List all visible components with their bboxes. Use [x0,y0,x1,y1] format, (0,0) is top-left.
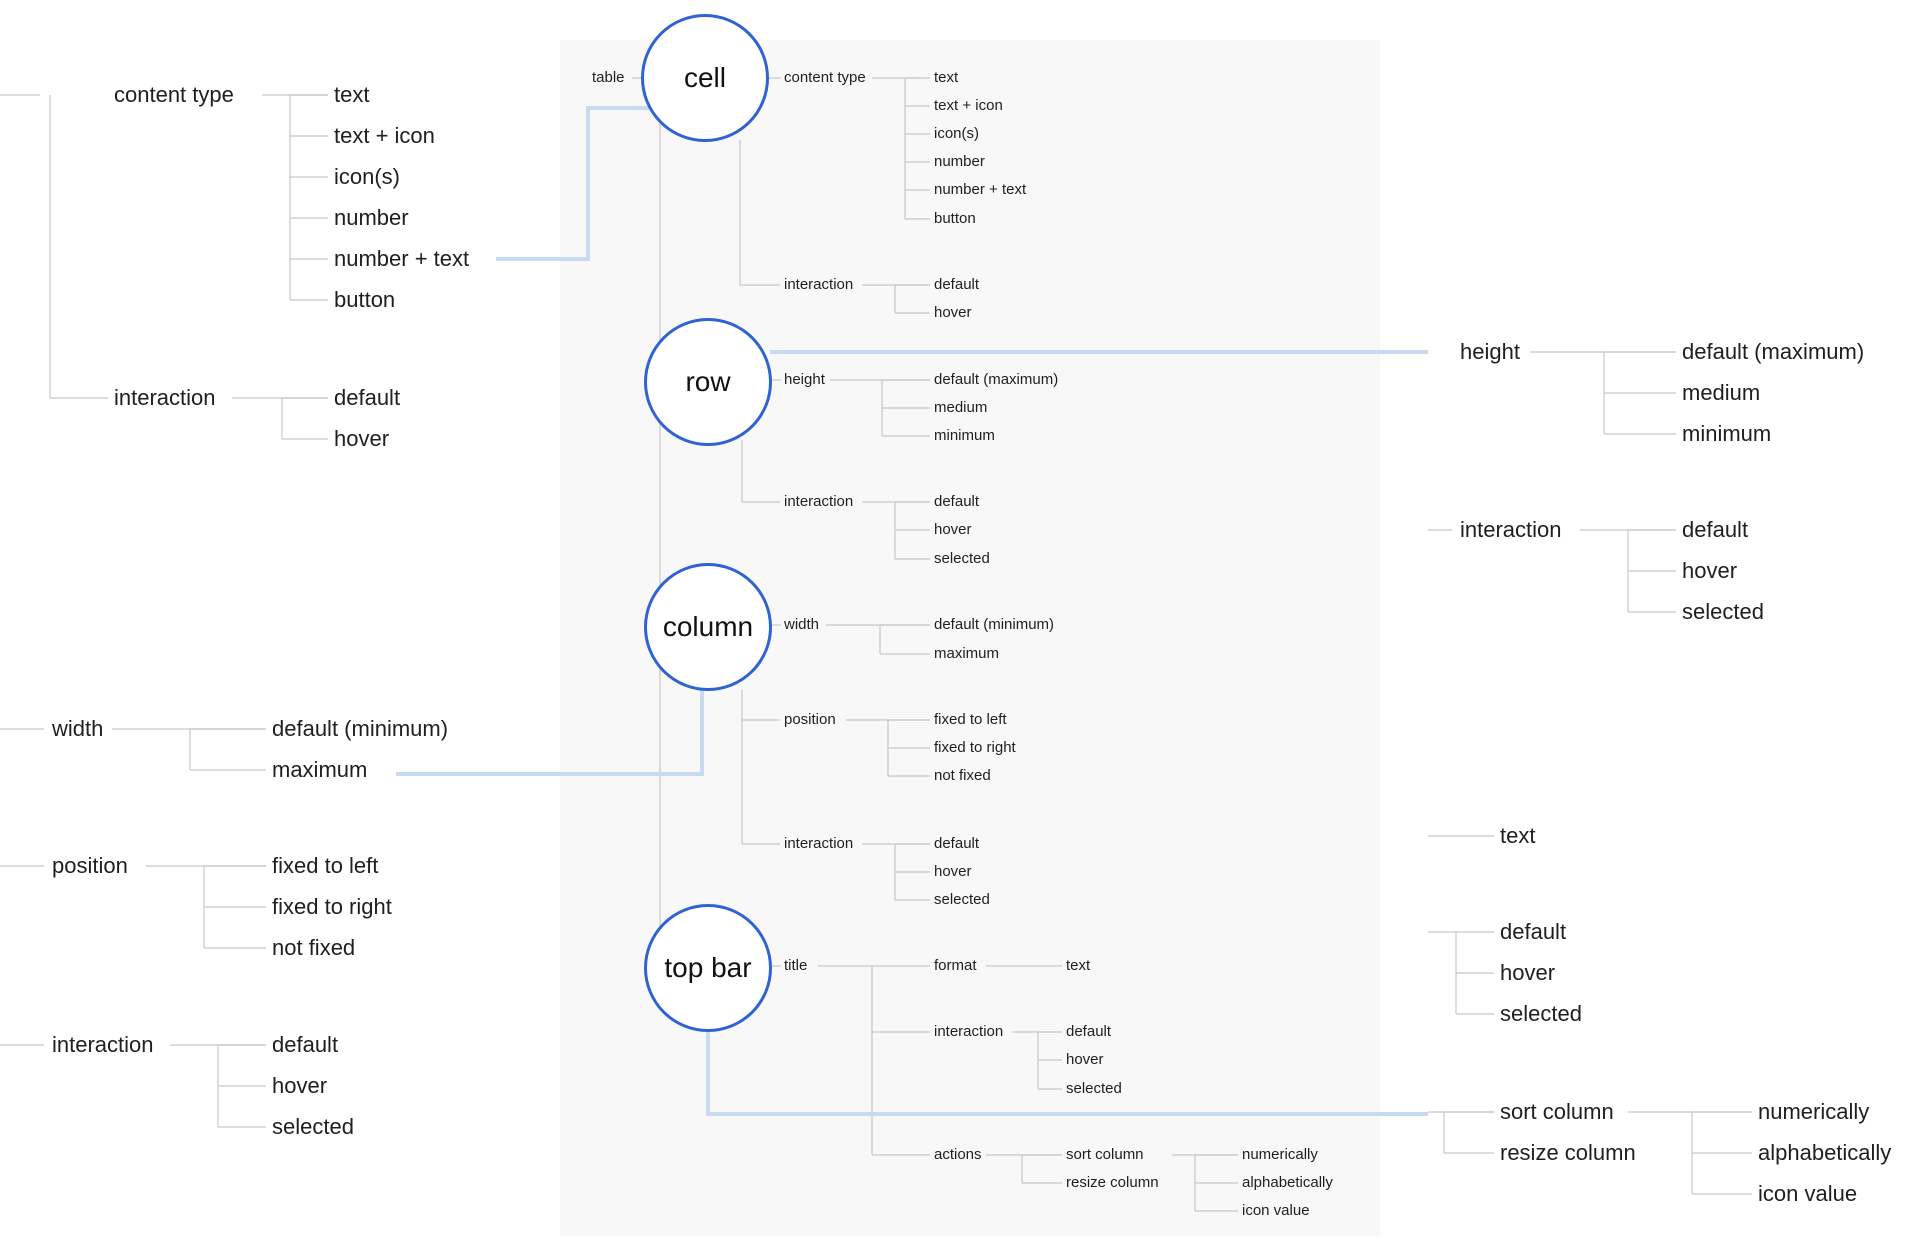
topbar-action-item: resize column [1066,1174,1159,1191]
row-interaction-item: selected [934,550,990,567]
row-interaction-item: hover [934,521,972,538]
zoom-action-item: sort column [1500,1099,1614,1124]
zoom-height-item: default (maximum) [1682,339,1865,364]
zoom-width-item: default (minimum) [272,716,449,741]
row-height-item: minimum [934,427,995,444]
cell-zoom-connector [496,106,654,261]
zoom-position-item: not fixed [272,935,356,960]
topbar-sort-item: alphabetically [1242,1174,1333,1191]
zoom-row-interaction-item: hover [1682,558,1738,583]
topbar-interaction-item: hover [1066,1051,1104,1068]
column-position-item: fixed to left [934,711,1007,728]
zoom-interaction-item: default [334,385,401,410]
zoom-sort-item: icon value [1758,1181,1858,1206]
column-interaction-item: default [934,835,980,852]
zoom-height-label: height [1460,339,1520,364]
zoom-interaction-label: interaction [114,385,216,410]
topbar-format-value: text [1066,957,1091,974]
cell-content-type-label: content type [784,69,866,86]
node-row[interactable]: row [644,318,772,446]
zoom-column-interaction-label: interaction [52,1032,154,1057]
row-height-label: height [784,371,825,388]
topbar-sort-item: numerically [1242,1146,1318,1163]
column-width-label: width [784,616,820,633]
node-top-bar[interactable]: top bar [644,904,772,1032]
cell-interaction-label: interaction [784,276,854,293]
column-width-item: default (minimum) [934,616,1055,633]
cell-content-type-item: text [934,69,959,86]
cell-content-type-item: button [934,210,976,227]
zoom-row-interaction-item: selected [1682,599,1764,624]
topbar-sort-item: icon value [1242,1202,1310,1219]
topbar-title-label: title [784,957,808,974]
zoom-position-item: fixed to right [272,894,392,919]
zoom-column-interaction-item: selected [272,1114,354,1139]
zoom-height-item: minimum [1682,421,1772,446]
zoom-position-item: fixed to left [272,853,379,878]
cell-content-type-item: number [934,153,985,170]
zoom-title-interaction-item: default [1500,919,1567,944]
cell-interaction-item: default [934,276,980,293]
node-cell[interactable]: cell [641,14,769,142]
column-interaction-label: interaction [784,835,854,852]
column-width-item: maximum [934,645,1000,662]
zoom-height-item: medium [1682,380,1761,405]
row-interaction-label: interaction [784,493,854,510]
zoom-interaction-item: hover [334,426,390,451]
zoom-sort-item: alphabetically [1758,1140,1892,1165]
zoom-title-interaction-item: selected [1500,1001,1582,1026]
zoom-action-item: resize column [1500,1140,1636,1165]
zoom-row-interaction-label: interaction [1460,517,1562,542]
topbar-format-label: format [934,957,977,974]
zoom-content-type-item: text + icon [334,123,435,148]
column-position-item: fixed to right [934,739,1016,756]
zoom-title-interaction-item: hover [1500,960,1556,985]
zoom-content-type-item: number [334,205,409,230]
zoom-content-type-label: content type [114,82,234,107]
zoom-width-item: maximum [272,757,368,782]
column-interaction-item: hover [934,863,972,880]
column-position-item: not fixed [934,767,991,784]
topbar-zoom-connector [706,1032,1428,1116]
row-height-item: default (maximum) [934,371,1059,388]
cell-content-type-item: icon(s) [934,125,980,142]
topbar-interaction-item: selected [1066,1080,1122,1097]
row-interaction-item: default [934,493,980,510]
topbar-action-item: sort column [1066,1146,1144,1163]
zoom-content-type-item: number + text [334,246,470,271]
node-column[interactable]: column [644,563,772,691]
zoom-column-interaction-item: default [272,1032,339,1057]
zoom-format-value: text [1500,823,1536,848]
zoom-width-label: width [52,716,104,741]
root-label: table [592,69,625,86]
column-zoom-connector [396,690,704,776]
cell-interaction-item: hover [934,304,972,321]
zoom-content-type-item: icon(s) [334,164,401,189]
topbar-actions-label: actions [934,1146,982,1163]
zoom-content-type-item: button [334,287,396,312]
zoom-content-type-item: text [334,82,370,107]
zoom-column-interaction-item: hover [272,1073,328,1098]
zoom-sort-item: numerically [1758,1099,1870,1124]
zoom-position-label: position [52,853,128,878]
zoom-row-interaction-item: default [1682,517,1749,542]
topbar-interaction-label: interaction [934,1023,1004,1040]
column-position-label: position [784,711,836,728]
topbar-interaction-item: default [1066,1023,1112,1040]
column-interaction-item: selected [934,891,990,908]
row-height-item: medium [934,399,988,416]
cell-content-type-item: text + icon [934,97,1003,114]
cell-content-type-item: number + text [934,181,1027,198]
